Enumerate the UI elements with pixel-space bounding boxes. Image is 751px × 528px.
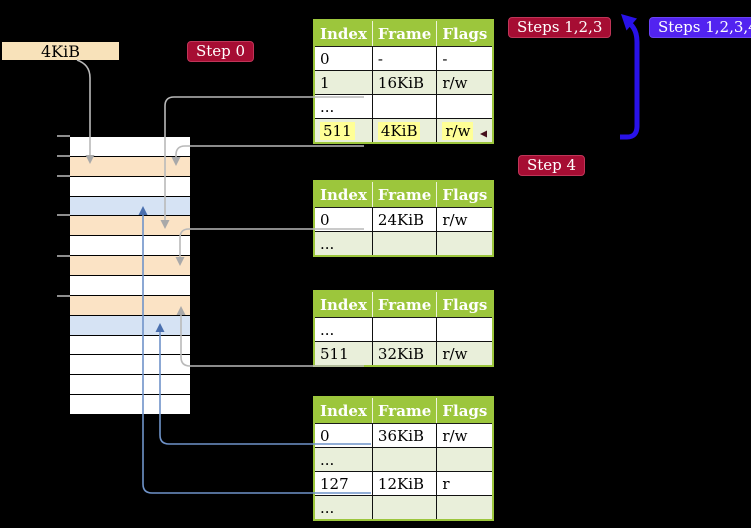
memory-tick [57, 214, 70, 216]
memory-row-1 [70, 156, 190, 176]
memory-row-4 [70, 216, 190, 236]
table-cell [371, 94, 438, 119]
table-row: 0 36KiB r/w [313, 423, 494, 448]
table-cell: - [436, 46, 494, 71]
table-cell: 511 [313, 341, 373, 367]
memory-tick [57, 135, 70, 137]
badge-step-0: Step 0 [187, 41, 255, 62]
table-row: 127 12KiB r [313, 471, 494, 496]
column-header: Frame [372, 20, 438, 47]
table-row-highlighted: 511 4KiB r/w [313, 118, 494, 144]
memory-row-8 [70, 295, 190, 315]
table-cell: 0 [313, 46, 373, 71]
memory-row-0 [70, 137, 190, 156]
badge-step-4: Step 4 [518, 155, 586, 176]
column-header: Index [314, 181, 373, 208]
column-header: Frame [372, 397, 438, 424]
arrow-t1row511-to-4kib-frame [175, 145, 364, 157]
memory-tick [57, 155, 70, 157]
memory-row-6 [70, 256, 190, 276]
memory-row-10 [70, 335, 190, 355]
column-header: Index [314, 291, 373, 318]
table-cell: ... [313, 495, 373, 521]
table-cell: 511 [313, 118, 373, 144]
badge-steps-1-2-3: Steps 1,2,3 [508, 17, 612, 38]
memory-row-7 [70, 276, 190, 295]
table-row: ... [313, 495, 494, 521]
table-row: 511 32KiB r/w [313, 341, 494, 367]
table-cell [436, 495, 494, 521]
table-header-row: Index Frame Flags [314, 181, 495, 208]
table-cell: ... [313, 317, 373, 342]
table-cell: 12KiB [371, 471, 438, 496]
memory-row-11 [70, 355, 190, 375]
memory-row-12 [70, 375, 190, 395]
column-header: Flags [436, 397, 495, 424]
table-cell [436, 94, 494, 119]
badge-steps-1-2-3-4: Steps 1,2,3,4 [649, 17, 751, 38]
memory-row-9 [70, 315, 190, 335]
table-cell [436, 447, 494, 472]
column-header: Frame [372, 291, 438, 318]
memory-tick [57, 175, 70, 177]
page-table-2: Index Frame Flags 0 24KiB r/w ... [313, 180, 495, 257]
column-header: Flags [436, 291, 495, 318]
table-cell [371, 447, 438, 472]
table-cell [436, 231, 494, 257]
table-cell: 4KiB [371, 118, 438, 144]
memory-row-13 [70, 395, 190, 415]
table-cell: r/w [436, 423, 494, 448]
table-cell: 36KiB [371, 423, 438, 448]
page-table-3: Index Frame Flags ... 511 32KiB r/w [313, 290, 495, 367]
table-row: 1 16KiB r/w [313, 70, 494, 95]
page-size-label: 4KiB [2, 42, 119, 61]
table-cell [371, 317, 438, 342]
table-cell: 24KiB [371, 207, 438, 232]
table-row: ... [313, 94, 494, 119]
column-header: Flags [436, 181, 495, 208]
memory-row-2 [70, 176, 190, 196]
table-row: ... [313, 317, 494, 342]
page-table-1: Index Frame Flags 0 - - 1 16KiB r/w ... … [313, 19, 495, 144]
thick-loop-arrow [620, 14, 640, 140]
memory-tick [57, 295, 70, 297]
memory-row-5 [70, 236, 190, 256]
table-cell: - [371, 46, 438, 71]
table-cell: r/w [436, 70, 494, 95]
table-cell: 0 [313, 423, 373, 448]
table-row: 0 - - [313, 46, 494, 71]
table-cell [371, 495, 438, 521]
table-header-row: Index Frame Flags [314, 291, 495, 318]
table-cell: 127 [313, 471, 373, 496]
table-row: ... [313, 447, 494, 472]
table-cell: 32KiB [371, 341, 438, 367]
page-table-4: Index Frame Flags 0 36KiB r/w ... 127 12… [313, 396, 495, 521]
loop-arrow-shaft [620, 21, 640, 140]
table-row: ... [313, 231, 494, 257]
column-header: Flags [436, 20, 495, 47]
table-cell: ... [313, 94, 373, 119]
column-header: Frame [372, 181, 438, 208]
table-cell: r/w [436, 118, 494, 144]
memory-column [70, 137, 190, 415]
table-cell: 0 [313, 207, 373, 232]
table-cell: ... [313, 447, 373, 472]
table-cell: ... [313, 231, 373, 257]
table-cell [371, 231, 438, 257]
column-header: Index [314, 397, 373, 424]
table-cell [436, 317, 494, 342]
table-cell: r/w [436, 341, 494, 367]
table-row: 0 24KiB r/w [313, 207, 494, 232]
table-header-row: Index Frame Flags [314, 397, 495, 424]
column-header: Index [314, 20, 373, 47]
table-cell: r [436, 471, 494, 496]
table-cell: 16KiB [371, 70, 438, 95]
memory-row-3 [70, 196, 190, 216]
table-cell: 1 [313, 70, 373, 95]
table-cell: r/w [436, 207, 494, 232]
arrowhead-up-left-icon [621, 14, 637, 31]
table-header-row: Index Frame Flags [314, 20, 495, 47]
memory-tick [57, 255, 70, 257]
